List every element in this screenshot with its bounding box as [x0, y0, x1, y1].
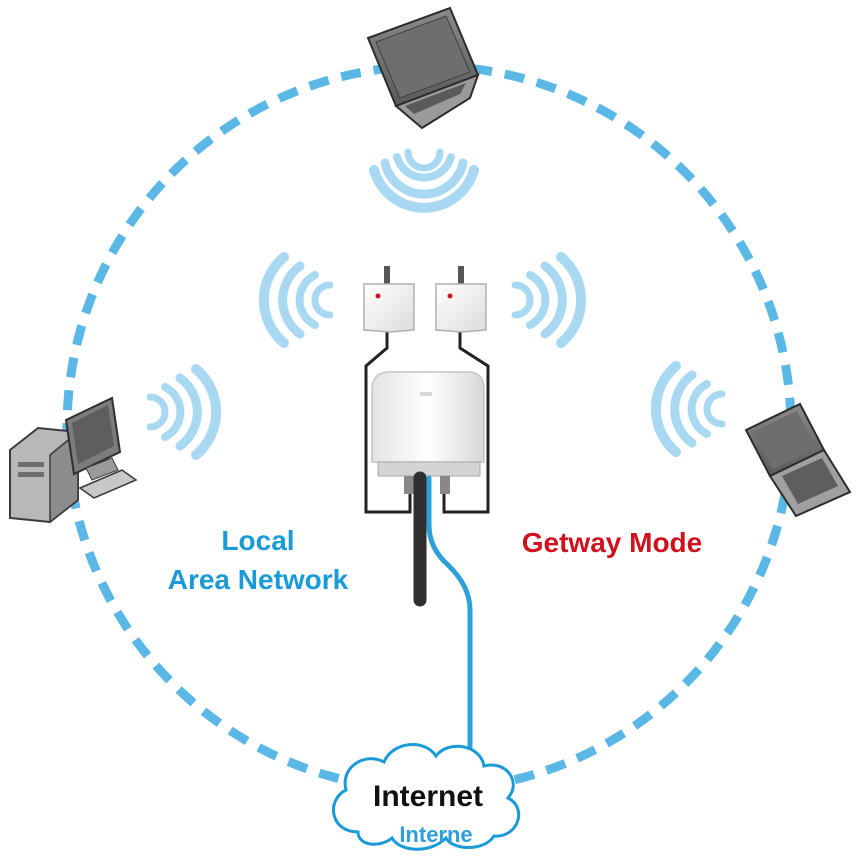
- desktop-computer-icon: [9, 396, 138, 524]
- lan-label-line1: Local: [221, 525, 294, 556]
- cloud-icon: [332, 743, 521, 851]
- gateway-mode-label: Getway Mode: [522, 527, 702, 558]
- wireless-signal-icon: [146, 148, 726, 460]
- laptop-icon: [366, 6, 480, 130]
- network-cables: [413, 471, 473, 778]
- outdoor-access-point-icon: [371, 371, 485, 494]
- antenna-icon: [363, 266, 415, 333]
- antenna-cables: [364, 330, 490, 514]
- lan-label-line2: Area Network: [168, 564, 349, 595]
- antenna-icon: [435, 266, 487, 333]
- internet-label: Internet: [373, 780, 483, 813]
- laptop-icon: [744, 402, 852, 518]
- internet-overlap-label: Interne: [399, 822, 472, 847]
